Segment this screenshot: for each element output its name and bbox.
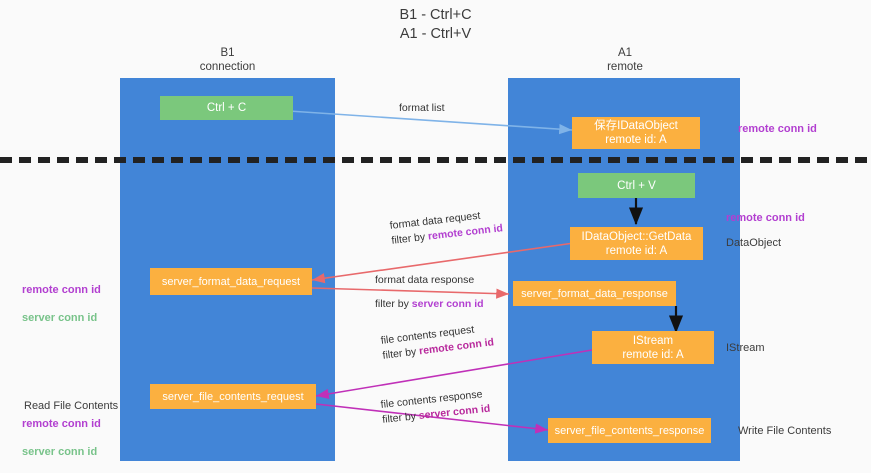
filter-prefix: filter by — [381, 410, 420, 426]
edge-label-format-list: format list — [399, 101, 445, 116]
diagram-title: B1 - Ctrl+C A1 - Ctrl+V — [399, 7, 472, 42]
side-label-remote-conn-id-left: remote conn id — [22, 284, 101, 296]
side-label-conn-ids-mid: remote conn id server conn id — [22, 269, 101, 339]
swimlane-header-b1: B1 connection — [199, 47, 256, 73]
filter-accent: server conn id — [411, 298, 484, 310]
node-idataobject[interactable]: 保存IDataObject remote id: A — [572, 117, 700, 149]
side-label-server-conn-id-left: server conn id — [22, 312, 98, 324]
node-idataobject-getdata[interactable]: IDataObject::GetData remote id: A — [570, 227, 703, 260]
edge-label-file-contents-response: file contents response filter by server … — [380, 387, 491, 428]
side-label-remote-conn-id-mid: remote conn id — [726, 212, 805, 224]
node-server-format-data-response[interactable]: server_format_data_response — [513, 281, 676, 306]
filter-prefix: filter by — [381, 345, 420, 362]
edge-label-format-data-response-line1: format data response — [375, 274, 475, 286]
node-server-file-contents-response[interactable]: server_file_contents_response — [548, 418, 711, 443]
edge-label-format-list-text: format list — [399, 102, 445, 114]
side-label-read-file-contents: Read File Contents — [24, 400, 119, 412]
node-ctrl-c[interactable]: Ctrl + C — [160, 96, 293, 120]
edge-label-format-data-response-line2: filter by server conn id — [375, 297, 484, 312]
side-label-conn-ids-bottom: remote conn id server conn id — [22, 403, 101, 473]
filter-prefix: filter by — [390, 230, 429, 247]
side-label-istream: IStream — [726, 342, 765, 354]
edge-label-format-data-response: format data response filter by server co… — [375, 273, 484, 312]
side-label-remote-conn-id-top: remote conn id — [738, 123, 817, 135]
node-istream[interactable]: IStream remote id: A — [592, 331, 714, 364]
node-ctrl-v[interactable]: Ctrl + V — [578, 173, 695, 198]
edge-label-format-data-request: format data request filter by remote con… — [389, 206, 504, 248]
filter-prefix: filter by — [375, 298, 412, 310]
side-label-remote-conn-id-left-2: remote conn id — [22, 418, 101, 430]
side-label-write-file-contents: Write File Contents — [738, 425, 832, 437]
node-server-file-contents-request[interactable]: server_file_contents_request — [150, 384, 316, 409]
side-label-server-conn-id-left-2: server conn id — [22, 446, 98, 458]
edge-label-file-contents-request: file contents request filter by remote c… — [380, 320, 495, 363]
node-server-format-data-request[interactable]: server_format_data_request — [150, 268, 312, 295]
side-label-read-file-contents-group: Read File Contents — [24, 385, 118, 427]
swimlane-header-a1: A1 remote — [607, 47, 643, 73]
side-label-dataobject: DataObject — [726, 237, 782, 249]
